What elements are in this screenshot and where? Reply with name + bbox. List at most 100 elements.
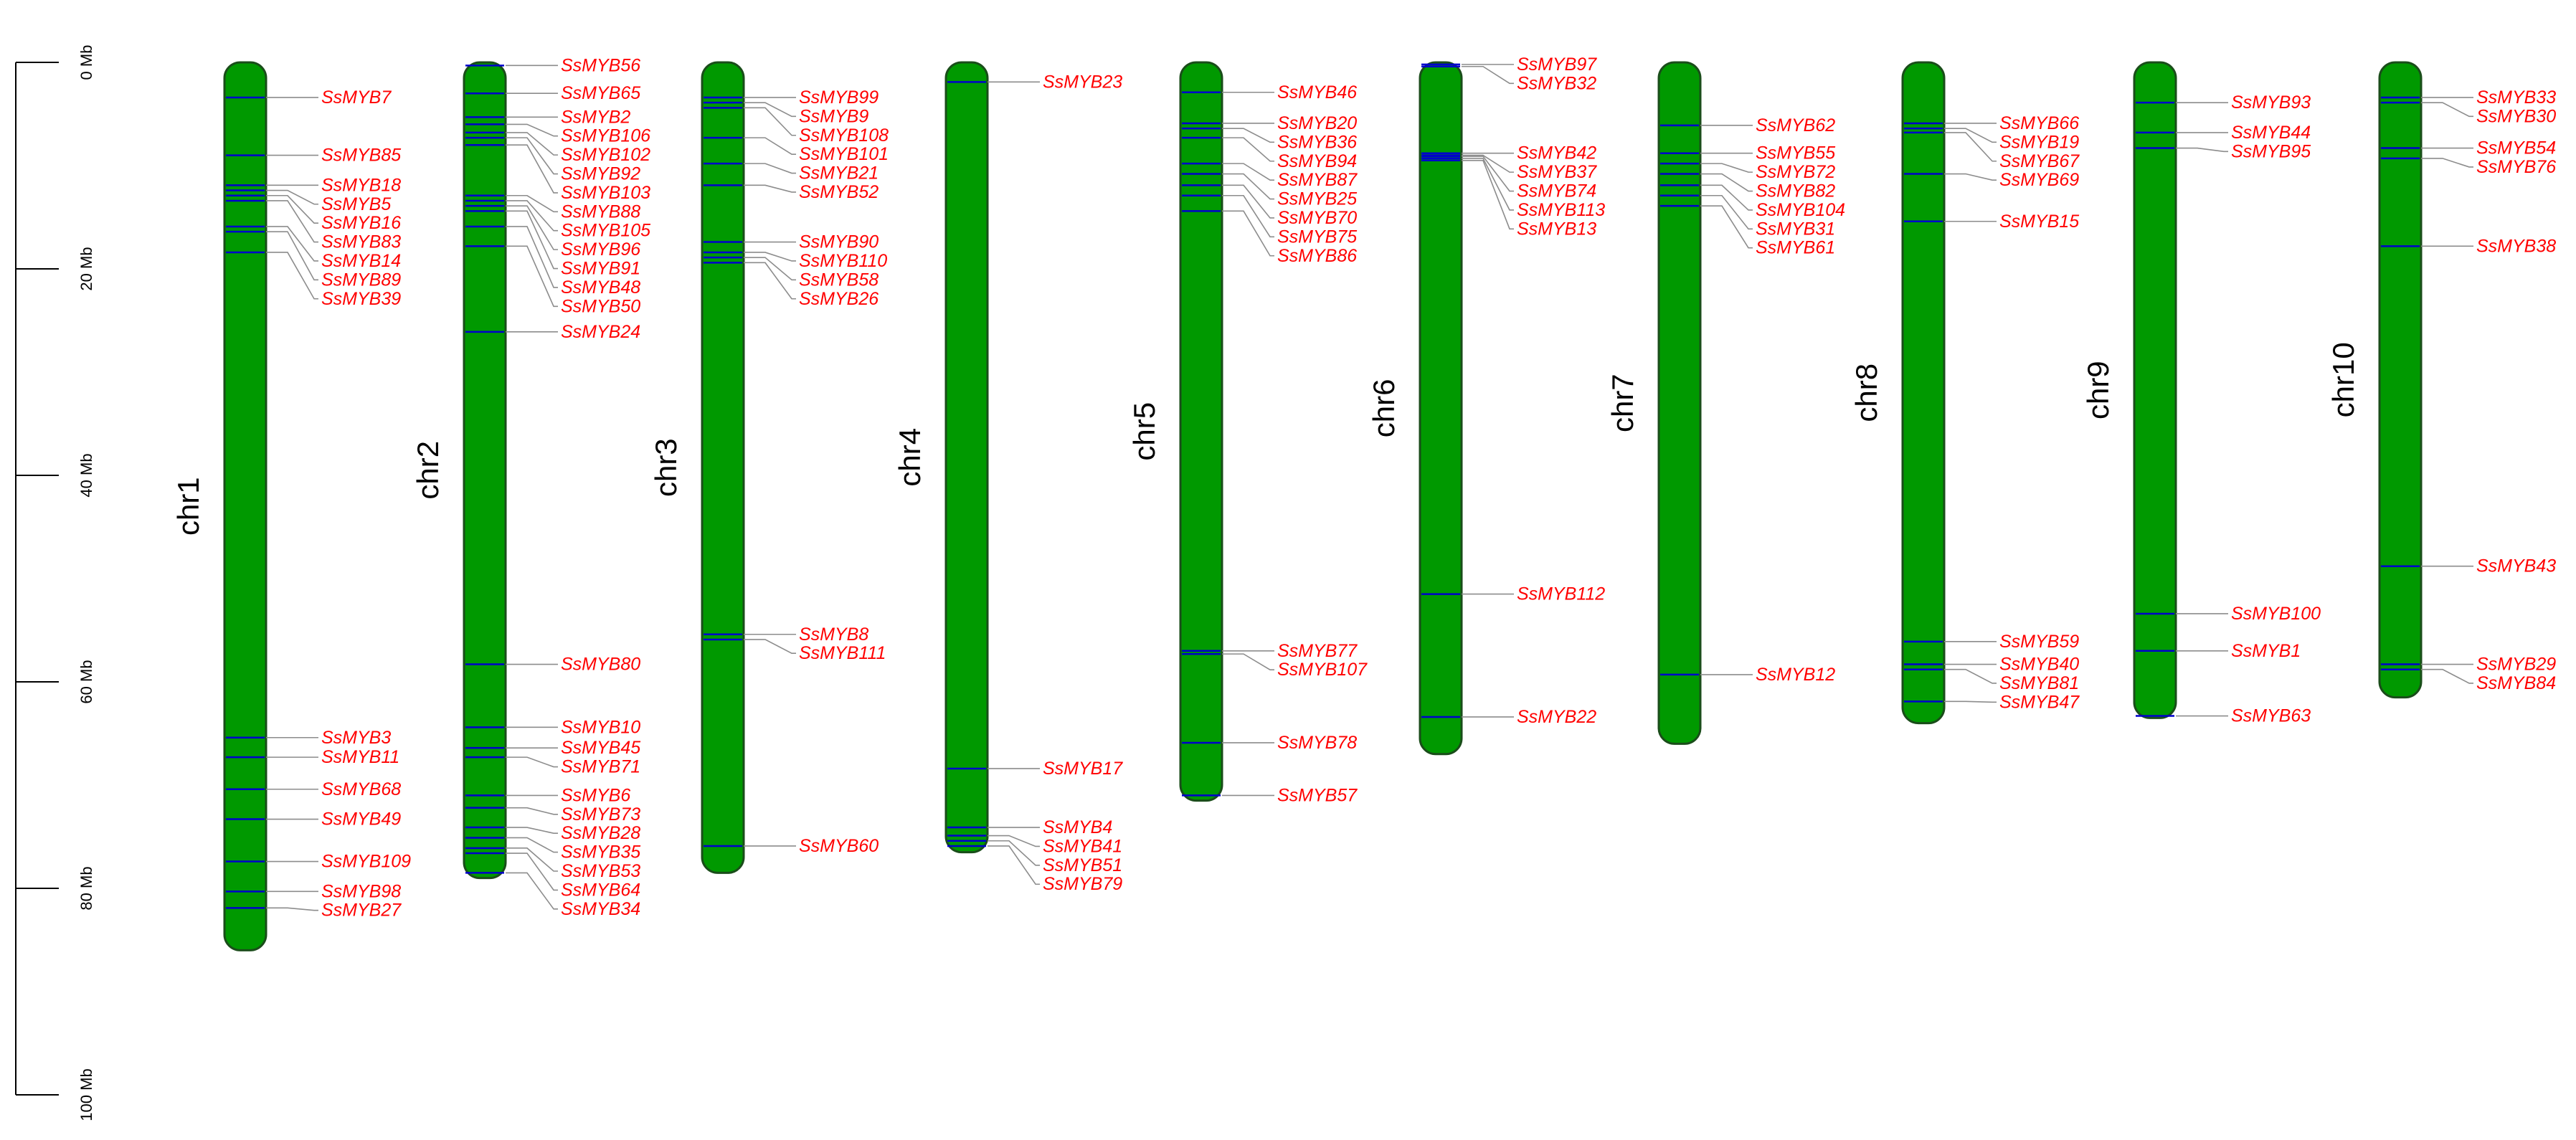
gene-label: SsMYB25: [1277, 189, 1357, 209]
scale-tick-label: 0 Mb: [77, 45, 95, 80]
gene-connector: [1462, 158, 1514, 211]
gene-label: SsMYB21: [799, 163, 879, 184]
gene-label: SsMYB70: [1277, 208, 1357, 228]
gene-connector: [744, 252, 796, 262]
gene-label: SsMYB7: [321, 87, 392, 108]
gene-connector: [1944, 700, 1997, 703]
gene-label: SsMYB45: [561, 738, 640, 758]
gene-connector: [506, 200, 558, 232]
gene-label: SsMYB100: [2231, 604, 2321, 624]
gene-label: SsMYB38: [2476, 236, 2556, 256]
gene-label: SsMYB98: [321, 881, 401, 901]
gene-label: SsMYB91: [561, 259, 640, 279]
chromosome-chr2: chr2SsMYB56SsMYB65SsMYB2SsMYB106SsMYB102…: [411, 55, 650, 918]
gene-connector: [266, 252, 318, 300]
chromosome-body-chr3: [701, 61, 745, 874]
chromosome-chr7: chr7SsMYB62SsMYB55SsMYB72SsMYB82SsMYB104…: [1606, 61, 1845, 745]
gene-label: SsMYB11: [321, 747, 399, 767]
gene-connector: [266, 200, 318, 243]
chromosome-body-chr9: [2133, 61, 2177, 719]
gene-connector: [1700, 184, 1753, 211]
gene-label: SsMYB20: [1277, 113, 1357, 133]
gene-label: SsMYB43: [2476, 556, 2556, 576]
gene-connector: [506, 847, 558, 872]
gene-label: SsMYB26: [799, 289, 879, 309]
chromosome-label: chr6: [1367, 379, 1401, 438]
gene-label: SsMYB75: [1277, 227, 1357, 247]
gene-label: SsMYB97: [1517, 54, 1597, 75]
gene-label: SsMYB106: [561, 126, 650, 146]
gene-label: SsMYB93: [2231, 92, 2311, 113]
gene-label: SsMYB108: [799, 125, 889, 146]
gene-label: SsMYB77: [1277, 641, 1358, 661]
gene-label: SsMYB44: [2231, 123, 2311, 143]
gene-connector: [988, 845, 1040, 885]
gene-connector: [1944, 132, 1997, 162]
gene-connector: [506, 756, 558, 768]
gene-connector: [744, 137, 796, 155]
gene-connector: [1222, 210, 1274, 257]
gene-label: SsMYB54: [2476, 138, 2556, 158]
gene-label: SsMYB71: [561, 757, 640, 777]
gene-label: SsMYB50: [561, 296, 640, 316]
gene-connector: [1222, 653, 1274, 671]
chromosome-body-chr5: [1179, 61, 1223, 802]
gene-label: SsMYB15: [1999, 212, 2079, 232]
chromosome-label: chr5: [1127, 402, 1161, 461]
gene-label: SsMYB79: [1043, 874, 1122, 894]
chromosome-chr6: chr6SsMYB97SsMYB32SsMYB42SsMYB37SsMYB74S…: [1367, 54, 1605, 756]
gene-connector: [744, 184, 796, 193]
gene-label: SsMYB47: [1999, 692, 2080, 712]
gene-label: SsMYB105: [561, 221, 650, 241]
gene-label: SsMYB48: [561, 277, 640, 298]
gene-label: SsMYB12: [1756, 665, 1835, 685]
gene-label: SsMYB28: [561, 823, 640, 843]
gene-connector: [744, 639, 796, 654]
gene-label: SsMYB42: [1517, 143, 1596, 163]
gene-label: SsMYB9: [799, 106, 868, 126]
gene-connector: [1462, 154, 1514, 173]
gene-connector: [266, 194, 318, 224]
gene-connector: [1700, 205, 1753, 249]
gene-label: SsMYB74: [1517, 181, 1596, 201]
chromosome-chr8: chr8SsMYB66SsMYB19SsMYB67SsMYB69SsMYB15S…: [1850, 61, 2080, 725]
gene-label: SsMYB88: [561, 201, 640, 222]
gene-label: SsMYB110: [799, 251, 887, 271]
gene-label: SsMYB18: [321, 175, 401, 195]
gene-label: SsMYB101: [799, 144, 889, 164]
gene-label: SsMYB94: [1277, 151, 1357, 171]
gene-label: SsMYB102: [561, 145, 650, 165]
gene-label: SsMYB3: [321, 728, 391, 748]
gene-label: SsMYB107: [1277, 660, 1368, 680]
gene-label: SsMYB22: [1517, 707, 1596, 727]
gene-label: SsMYB65: [561, 83, 640, 103]
chromosome-label: chr2: [411, 441, 445, 500]
chromosome-body-chr2: [463, 61, 507, 880]
gene-connector: [506, 210, 558, 270]
gene-label: SsMYB1: [2231, 641, 2301, 661]
chromosome-body-chr4: [944, 61, 989, 854]
gene-label: SsMYB73: [561, 804, 640, 825]
gene-label: SsMYB90: [799, 232, 879, 252]
gene-connector: [506, 205, 558, 250]
gene-connector: [506, 194, 558, 213]
gene-label: SsMYB36: [1277, 132, 1357, 152]
gene-label: SsMYB32: [1517, 73, 1596, 93]
gene-label: SsMYB96: [561, 239, 640, 260]
scale-tick-label: 60 Mb: [77, 660, 95, 703]
gene-label: SsMYB16: [321, 213, 401, 233]
gene-label: SsMYB4: [1043, 817, 1112, 837]
chromosome-body-chr10: [2378, 61, 2423, 699]
gene-connector: [266, 226, 318, 262]
gene-connector: [1700, 173, 1753, 192]
gene-label: SsMYB39: [321, 289, 401, 309]
gene-connector: [506, 245, 558, 308]
chromosome-chr1: chr1SsMYB7SsMYB85SsMYB18SsMYB5SsMYB16SsM…: [171, 61, 411, 951]
gene-label: SsMYB49: [321, 809, 401, 830]
gene-label: SsMYB66: [1999, 113, 2079, 133]
gene-connector: [1944, 128, 1997, 143]
chromosome-chr10: chr10SsMYB33SsMYB30SsMYB54SsMYB76SsMYB38…: [2326, 61, 2556, 699]
gene-label: SsMYB27: [321, 901, 402, 921]
